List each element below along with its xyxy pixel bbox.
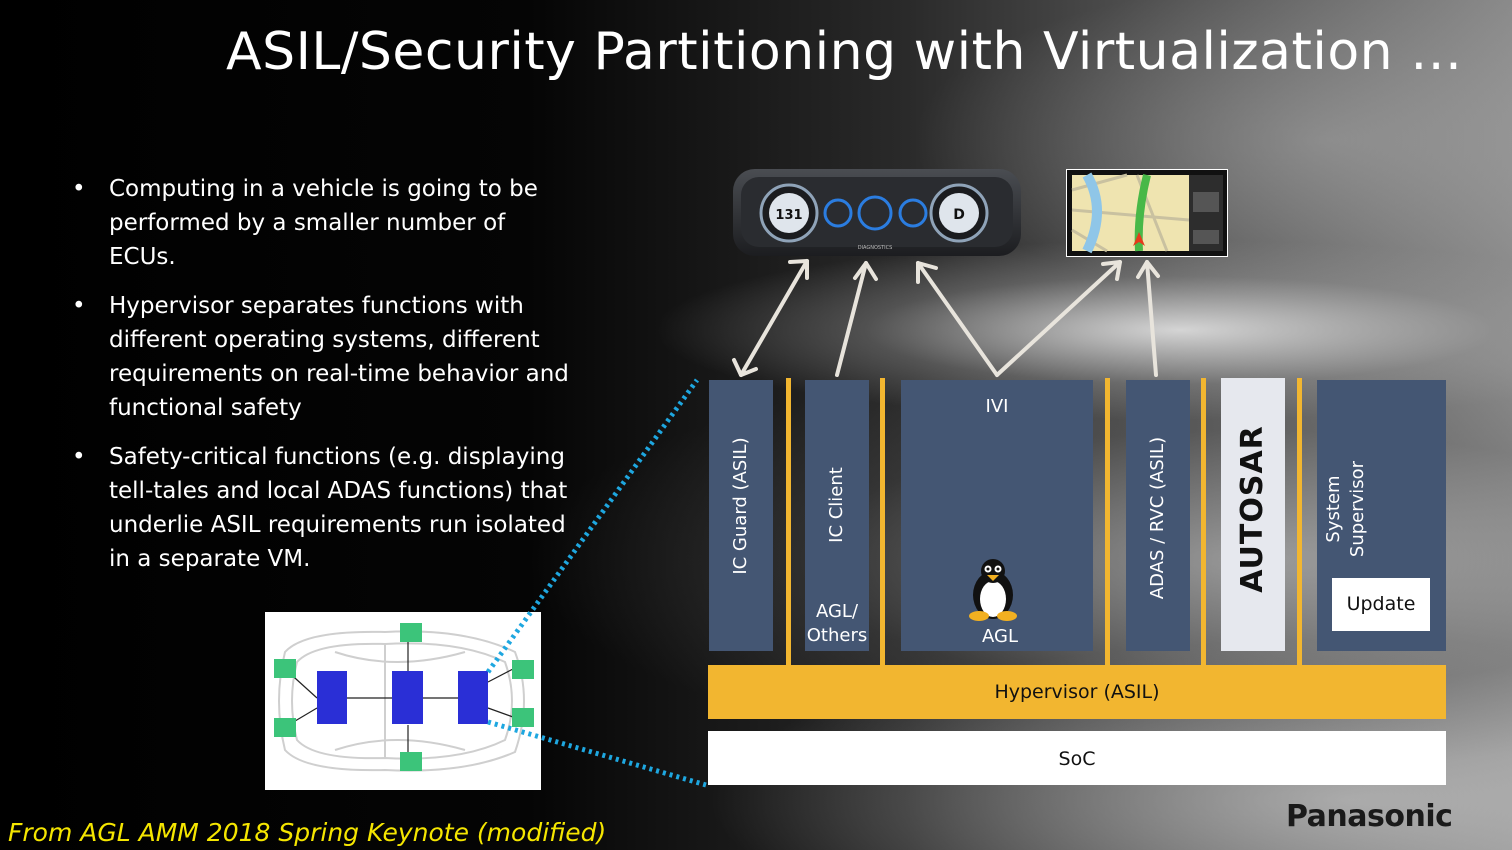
arrow-head [1101,260,1122,281]
bullet-item: • Computing in a vehicle is going to be p… [72,172,572,274]
bullet-list: • Computing in a vehicle is going to be p… [72,172,572,591]
partition-separator [1105,378,1110,665]
adas-label: ADAS / RVC (ASIL) [1147,436,1168,600]
agl-others-line: Others [806,625,868,646]
arrow-line [995,260,1122,377]
system-supervisor-line: Supervisor [1347,460,1368,558]
update-box: Update [1332,578,1430,631]
autosar-logo-text: AUTOSAR [1235,425,1270,593]
agl-others-line: AGL/ [815,601,859,622]
ecu-node [400,623,422,642]
hypervisor-layer: Hypervisor (ASIL) [708,665,1446,719]
cluster-speed: 131 [775,208,802,223]
partition-separator [1297,378,1302,665]
navigation-display [1071,172,1223,254]
bullet-text: Safety-critical functions (e.g. displayi… [109,444,568,572]
partition-separator [1201,378,1206,665]
dotted-connector [487,719,707,788]
arrow-head [916,261,938,284]
vm-ivi: IVI AGL [901,380,1093,651]
brand-logo: Panasonic [1286,799,1453,834]
agl-others-label: AGL/ Others [801,600,873,648]
ecu-node [512,660,534,679]
cluster-diagnostics: DIAGNOSTICS [858,245,893,251]
car-ecu-diagram-image [265,612,541,790]
arrow-line [916,261,999,377]
instrument-cluster: 131 D DIAGNOSTICS [741,177,1013,251]
ic-client-label: IC Client [826,467,847,543]
soc-layer: SoC [708,731,1446,785]
ivi-label: IVI [985,396,1009,417]
vm-ic-client: IC Client AGL/ Others [805,380,869,651]
arrow-line [835,261,868,377]
navigation-display-image [1066,169,1228,257]
page-title: ASIL/Security Partitioning with Virtuali… [226,22,1463,82]
arrow-head [1136,260,1160,279]
partition-separator [880,378,885,665]
instrument-cluster-image: 131 D DIAGNOSTICS [733,169,1021,256]
arrow-line [739,259,809,377]
ecu-node [274,659,296,678]
vm-adas: ADAS / RVC (ASIL) [1126,380,1190,651]
bullet-item: • Hypervisor separates functions with dif… [72,289,572,425]
bullet-text: Computing in a vehicle is going to be pe… [109,176,538,270]
cluster-gear: D [953,207,965,223]
ecu-block [458,671,488,724]
bullet-marker: • [72,293,86,319]
bullet-text: Hypervisor separates functions with diff… [109,293,569,421]
vm-ic-guard: IC Guard (ASIL) [709,380,773,651]
system-supervisor-label: System Supervisor [1322,444,1370,574]
arrow-head [732,358,758,377]
system-supervisor-line: System [1323,475,1344,543]
ic-guard-label: IC Guard (ASIL) [730,437,751,575]
ecu-node [512,708,534,727]
ecu-node [274,718,296,737]
dotted-connector [485,378,700,674]
ecu-block [392,671,423,724]
autosar-block: AUTOSAR [1221,378,1285,651]
bullet-marker: • [72,176,86,202]
agl-label: AGL [982,626,1018,647]
ecu-block [317,671,347,724]
arrow-line [1145,260,1158,377]
source-footer: From AGL AMM 2018 Spring Keynote (modifi… [8,818,607,847]
arrow-head [788,259,809,280]
bullet-item: • Safety-critical functions (e.g. display… [72,440,572,576]
linux-tux-icon [969,559,1017,621]
ecu-node [400,752,422,771]
car-ecu-diagram [274,623,534,772]
partition-separator [786,378,791,665]
bullet-marker: • [72,444,86,470]
arrow-head [853,261,878,281]
